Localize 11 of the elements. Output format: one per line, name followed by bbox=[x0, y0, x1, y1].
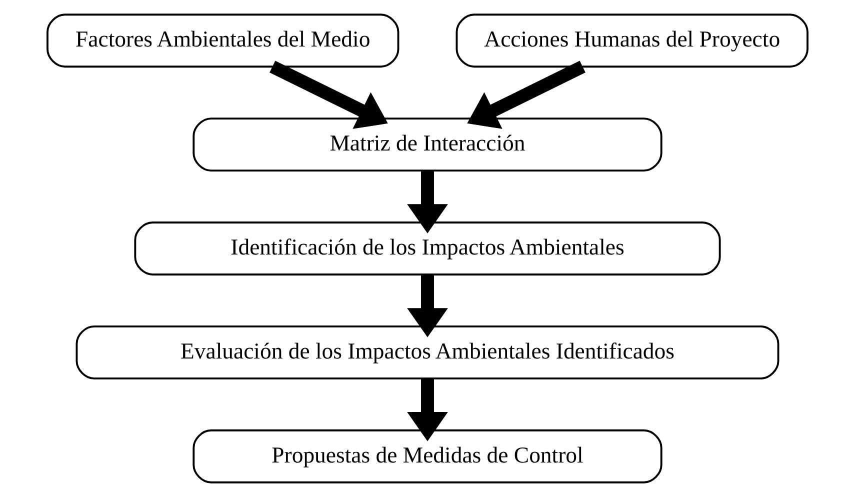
arrow bbox=[406, 274, 448, 338]
node-box: Evaluación de los Impactos Ambientales Identificados bbox=[75, 325, 779, 380]
node-box: Matriz de Interacción bbox=[192, 118, 662, 172]
node-box: Propuestas de Medidas de Control bbox=[192, 429, 662, 484]
arrow bbox=[466, 60, 585, 129]
node-box: Acciones Humanas del Proyecto bbox=[455, 14, 808, 68]
arrow bbox=[269, 60, 388, 129]
node-box: Identificación de los Impactos Ambientales bbox=[134, 222, 720, 276]
arrow bbox=[406, 170, 448, 234]
node-box: Factores Ambientales del Medio bbox=[46, 14, 399, 68]
arrow bbox=[406, 378, 448, 442]
